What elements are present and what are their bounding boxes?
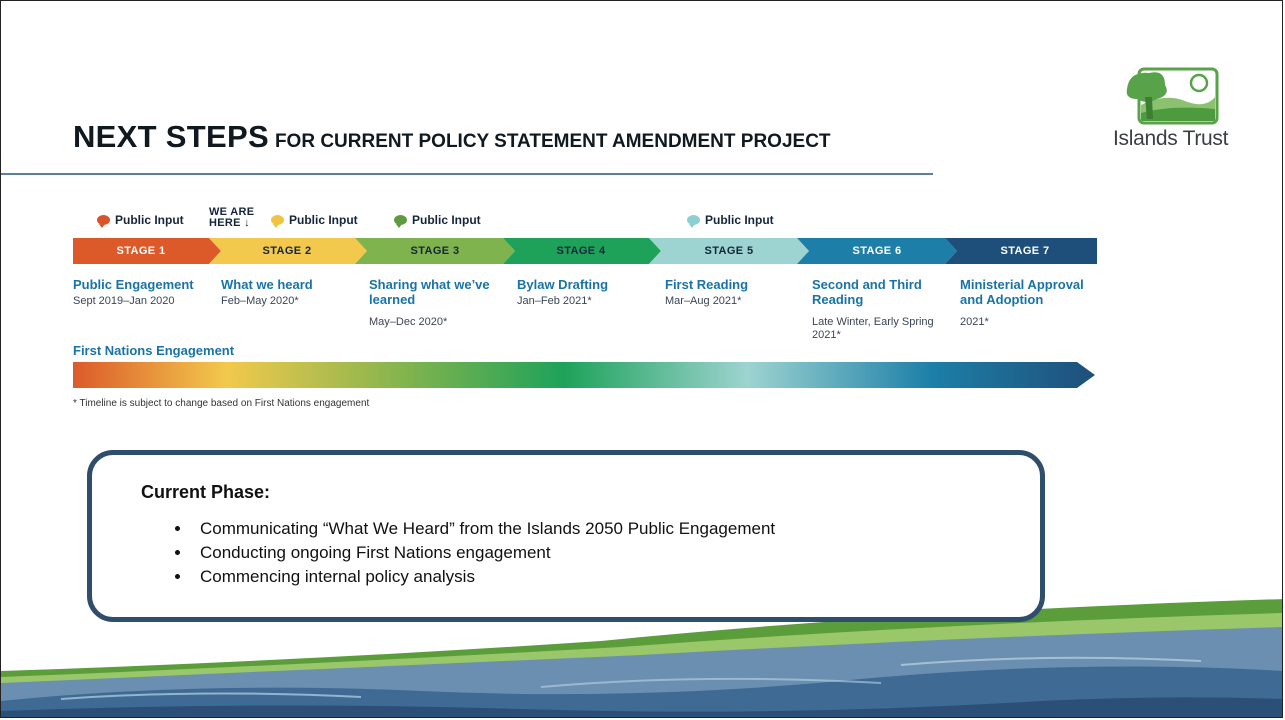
speech-bubble-icon <box>97 215 110 228</box>
wave-decoration <box>1 599 1282 717</box>
public-input-label: Public Input <box>115 213 184 227</box>
first-nations-label: First Nations Engagement <box>73 343 235 358</box>
public-input-1: Public Input <box>97 213 184 228</box>
stage-6-arrow <box>797 238 957 264</box>
list-item: Commencing internal policy analysis <box>192 565 775 589</box>
stage-7-name: Ministerial Approval and Adoption <box>960 277 1084 307</box>
public-input-3: Public Input <box>394 213 481 228</box>
stage-5-name: First Reading <box>665 277 749 292</box>
stage-1-name: Public Engagement <box>73 277 194 292</box>
title-sub: FOR CURRENT POLICY STATEMENT AMENDMENT P… <box>274 131 831 152</box>
marker-line-1: WE ARE <box>209 206 255 218</box>
stage-1-date: Sept 2019–Jan 2020 <box>73 295 175 307</box>
list-item: Conducting ongoing First Nations engagem… <box>192 541 775 565</box>
marker-line-2: HERE ↓ <box>209 217 250 229</box>
stage-2-name: What we heard <box>221 277 313 292</box>
stage-6-name: Second and Third Reading <box>812 277 922 307</box>
public-input-label: Public Input <box>289 213 358 227</box>
stage-2-date: Feb–May 2020* <box>221 295 299 307</box>
islands-trust-logo: Islands Trust <box>1113 65 1253 157</box>
stage-3-name: Sharing what we’ve learned <box>369 277 490 307</box>
stage-5-label: STAGE 5 <box>704 245 754 257</box>
public-input-label: Public Input <box>705 213 774 227</box>
stage-3-label: STAGE 3 <box>410 245 460 257</box>
title-divider <box>1 173 933 175</box>
stage-7-date: 2021* <box>960 316 989 328</box>
timeline-footnote: * Timeline is subject to change based on… <box>73 398 370 409</box>
public-input-4: Public Input <box>687 213 774 228</box>
stage-5-arrow <box>649 238 809 264</box>
stage-2-label: STAGE 2 <box>262 245 312 257</box>
stage-4-name: Bylaw Drafting <box>517 277 609 292</box>
tree-landscape-icon <box>1126 67 1219 125</box>
stage-arrow-bar <box>73 238 1097 264</box>
public-input-2: Public Input <box>271 213 358 228</box>
current-phase-box: Current Phase: Communicating “What We He… <box>87 450 1045 622</box>
current-phase-list: Communicating “What We Heard” from the I… <box>172 517 775 589</box>
title-main: NEXT STEPS <box>73 119 269 154</box>
speech-bubble-icon <box>271 215 284 228</box>
current-phase-title: Current Phase: <box>141 482 271 502</box>
stage-3-arrow <box>355 238 515 264</box>
first-nations-gradient-arrow <box>73 362 1095 388</box>
speech-bubble-icon <box>687 215 700 228</box>
stage-6-label: STAGE 6 <box>852 245 902 257</box>
stage-1-label: STAGE 1 <box>116 245 166 257</box>
stage-2-arrow <box>209 238 367 264</box>
stage-4-arrow <box>503 238 661 264</box>
stage-6-date: Late Winter, Early Spring 2021* <box>812 316 934 341</box>
speech-bubble-icon <box>394 215 407 228</box>
stage-7-arrow <box>945 238 1097 264</box>
stage-3-date: May–Dec 2020* <box>369 316 448 328</box>
public-input-label: Public Input <box>412 213 481 227</box>
stage-1-arrow <box>73 238 221 264</box>
stage-4-date: Jan–Feb 2021* <box>517 295 592 307</box>
stage-5-date: Mar–Aug 2021* <box>665 295 742 307</box>
logo-text: Islands Trust <box>1113 127 1229 150</box>
stage-4-label: STAGE 4 <box>556 245 606 257</box>
list-item: Communicating “What We Heard” from the I… <box>192 517 775 541</box>
stage-7-label: STAGE 7 <box>1000 245 1050 257</box>
